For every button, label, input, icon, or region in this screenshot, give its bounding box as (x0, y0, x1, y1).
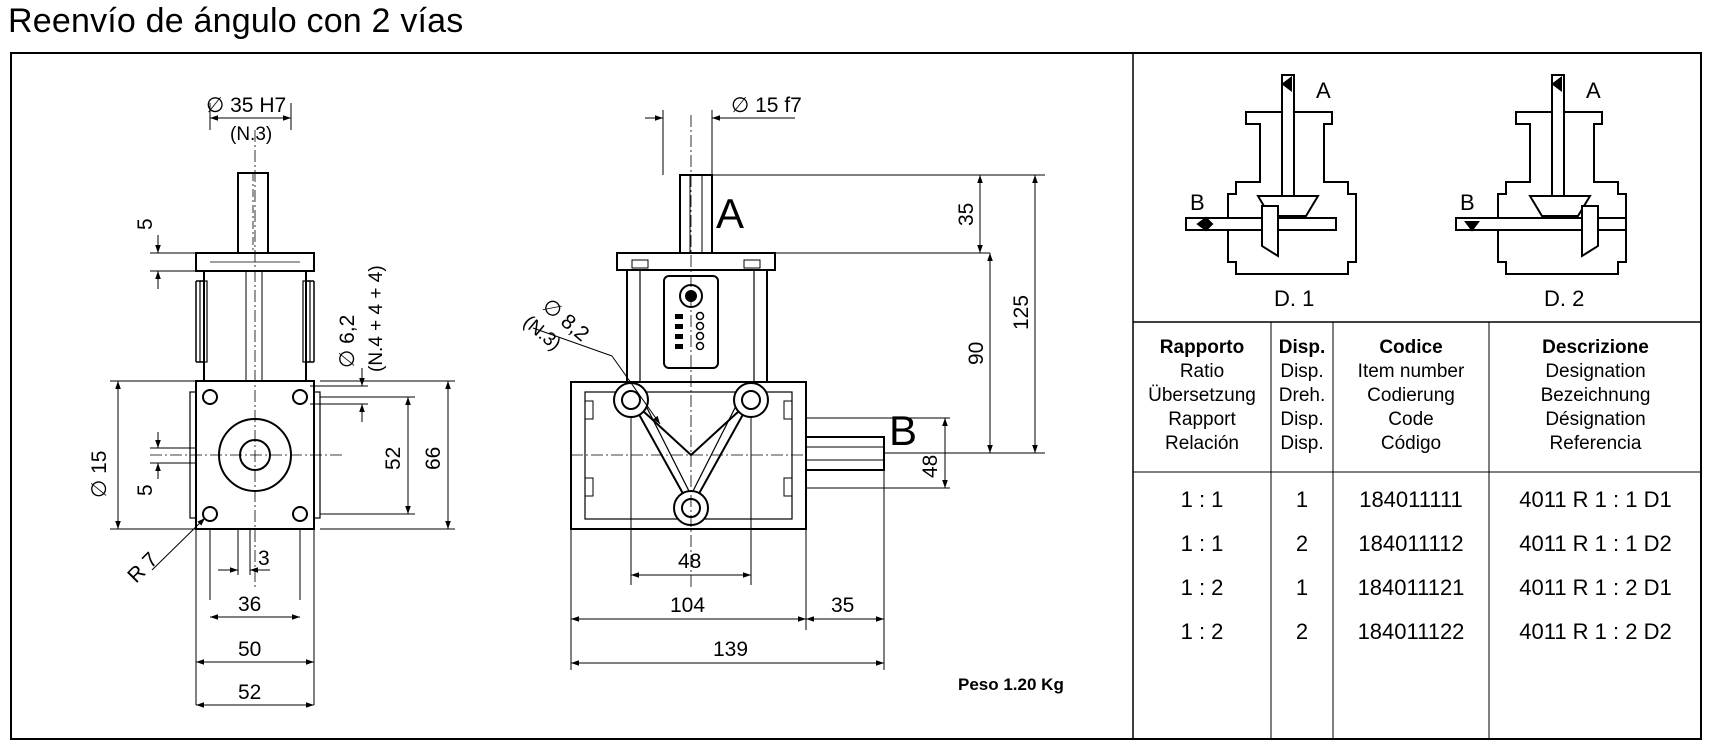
dim-15: ∅ 15 (88, 451, 111, 499)
dim-bore-note: (N.3) (230, 124, 272, 145)
dim-48-v: 48 (919, 455, 942, 478)
d1-a: A (1316, 78, 1331, 103)
row2-ratio: 1 : 1 (1180, 531, 1224, 556)
dim-bore-35: ∅ 35 H7 (206, 94, 286, 117)
side-view (150, 130, 345, 590)
dim-shaft-15: ∅ 15 f7 (731, 94, 802, 117)
dim-50: 50 (238, 638, 261, 661)
dim-48-h: 48 (678, 550, 701, 573)
ratio-table: Rapporto Ratio Übersetzung Rapport Relac… (1133, 322, 1702, 740)
side-view-dims (110, 103, 455, 708)
row1-desc: 4011 R 1 : 1 D1 (1519, 487, 1672, 512)
row4-desc: 4011 R 1 : 2 D2 (1519, 619, 1672, 644)
front-view-dims (532, 110, 1045, 670)
label-a: A (716, 190, 744, 237)
d2-label: D. 2 (1544, 286, 1584, 311)
dim-139: 139 (713, 638, 748, 661)
dim-hole-note: (N.4 + 4 + 4) (366, 265, 387, 372)
col-header-desc: Descrizione Designation Bezeichnung Dési… (1540, 337, 1651, 454)
row3-code: 184011121 (1357, 575, 1465, 600)
dim-36: 36 (238, 593, 261, 616)
d1-b: B (1190, 190, 1205, 215)
dim-35-h: 35 (831, 594, 854, 617)
dim-5-side: 5 (134, 484, 157, 496)
front-view (570, 115, 885, 590)
d2-b: B (1460, 190, 1475, 215)
row1-disp: 1 (1295, 487, 1309, 512)
row2-disp: 2 (1295, 531, 1309, 556)
row2-code: 184011112 (1358, 531, 1464, 556)
d1-label: D. 1 (1274, 286, 1314, 311)
dim-90: 90 (965, 342, 988, 365)
diagram-d1 (1185, 74, 1357, 275)
dim-125: 125 (1010, 295, 1033, 330)
row3-desc: 4011 R 1 : 2 D1 (1519, 575, 1672, 600)
page-title: Reenvío de ángulo con 2 vías (8, 2, 464, 40)
dim-52-v: 52 (382, 447, 405, 470)
dim-3: 3 (258, 547, 270, 570)
dim-5-top: 5 (134, 218, 157, 230)
col-header-code: Codice Item number Codierung Code Código (1357, 337, 1465, 454)
col-header-ratio: Rapporto Ratio Übersetzung Rapport Relac… (1148, 337, 1256, 454)
dim-r7: R 7 (123, 548, 162, 587)
dim-35-v: 35 (955, 203, 978, 226)
row2-desc: 4011 R 1 : 1 D2 (1519, 531, 1672, 556)
label-b: B (889, 407, 917, 454)
row4-code: 184011122 (1357, 619, 1465, 644)
col-header-disp: Disp. Disp. Dreh. Disp. Disp. (1278, 337, 1326, 454)
row1-ratio: 1 : 1 (1180, 487, 1224, 512)
drawing-frame (10, 52, 1702, 740)
row1-code: 184011111 (1359, 487, 1463, 512)
weight-label: Peso 1.20 Kg (958, 675, 1064, 694)
d2-a: A (1586, 78, 1601, 103)
row4-disp: 2 (1295, 619, 1309, 644)
dim-hole-62: ∅ 6,2 (336, 315, 359, 368)
dim-104: 104 (670, 594, 705, 617)
row3-disp: 1 (1295, 575, 1309, 600)
dim-52-h: 52 (238, 681, 261, 704)
dim-66: 66 (422, 447, 445, 470)
diagram-d2 (1455, 74, 1627, 275)
row4-ratio: 1 : 2 (1180, 619, 1224, 644)
row3-ratio: 1 : 2 (1180, 575, 1224, 600)
